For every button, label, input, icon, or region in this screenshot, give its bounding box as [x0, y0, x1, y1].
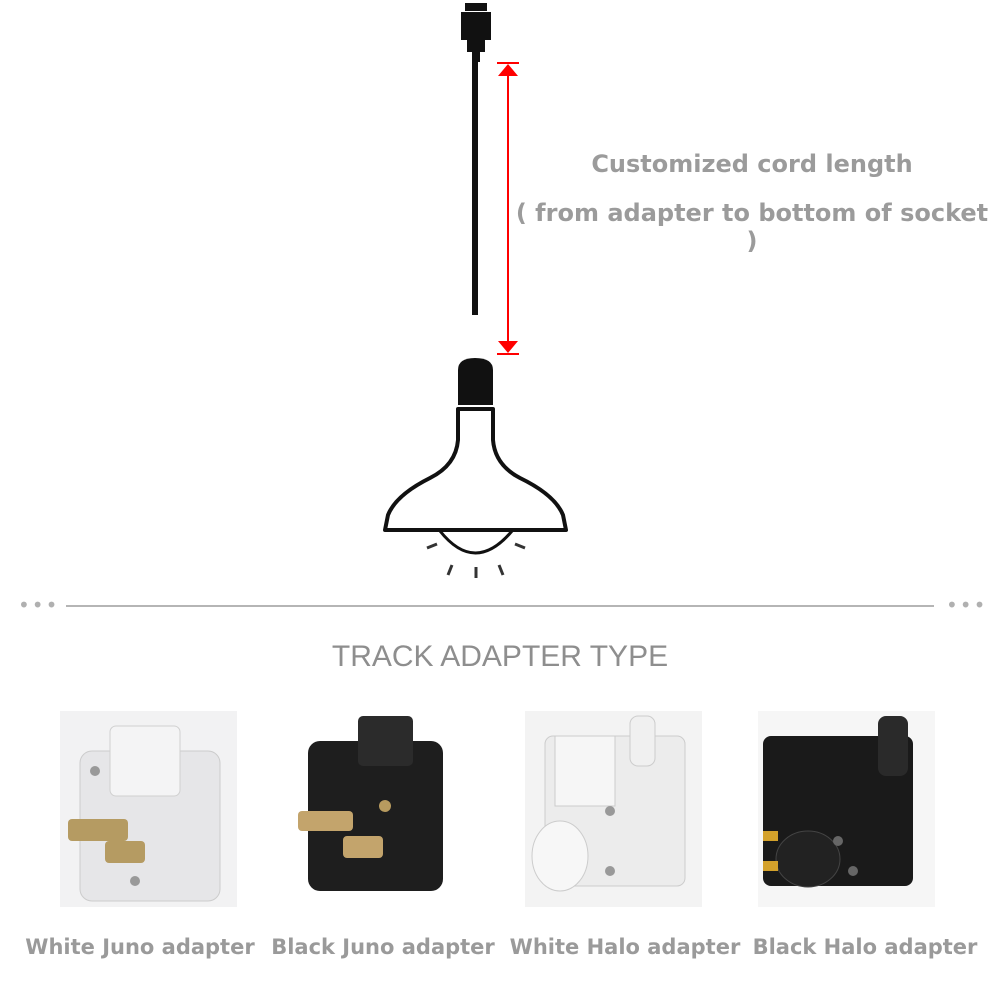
white-juno-adapter-label: White Juno adapter — [25, 935, 255, 959]
white-juno-adapter-image — [60, 711, 237, 907]
cord-length-label: Customized cord length — [591, 150, 913, 178]
light-rays-icon — [426, 542, 526, 578]
black-halo-adapter-image — [758, 711, 935, 907]
dimension-arrow — [497, 62, 519, 355]
pendant-lamp-diagram — [383, 3, 568, 578]
section-title: TRACK ADAPTER TYPE — [331, 640, 669, 673]
cord-length-note: ( from adapter to bottom of socket ) — [515, 199, 989, 255]
black-juno-adapter-label: Black Juno adapter — [271, 935, 495, 959]
dots-left: ••• — [18, 593, 60, 617]
cord — [472, 55, 478, 315]
lamp-shade — [383, 407, 568, 532]
white-halo-adapter-image — [525, 711, 702, 907]
black-juno-adapter-image — [293, 711, 470, 907]
dots-right: ••• — [946, 593, 988, 617]
divider — [66, 605, 934, 607]
bulb — [438, 530, 514, 555]
white-halo-adapter-label: White Halo adapter — [509, 935, 741, 959]
black-halo-adapter-label: Black Halo adapter — [752, 935, 978, 959]
track-adapter-icon — [461, 3, 491, 62]
socket — [458, 358, 493, 405]
